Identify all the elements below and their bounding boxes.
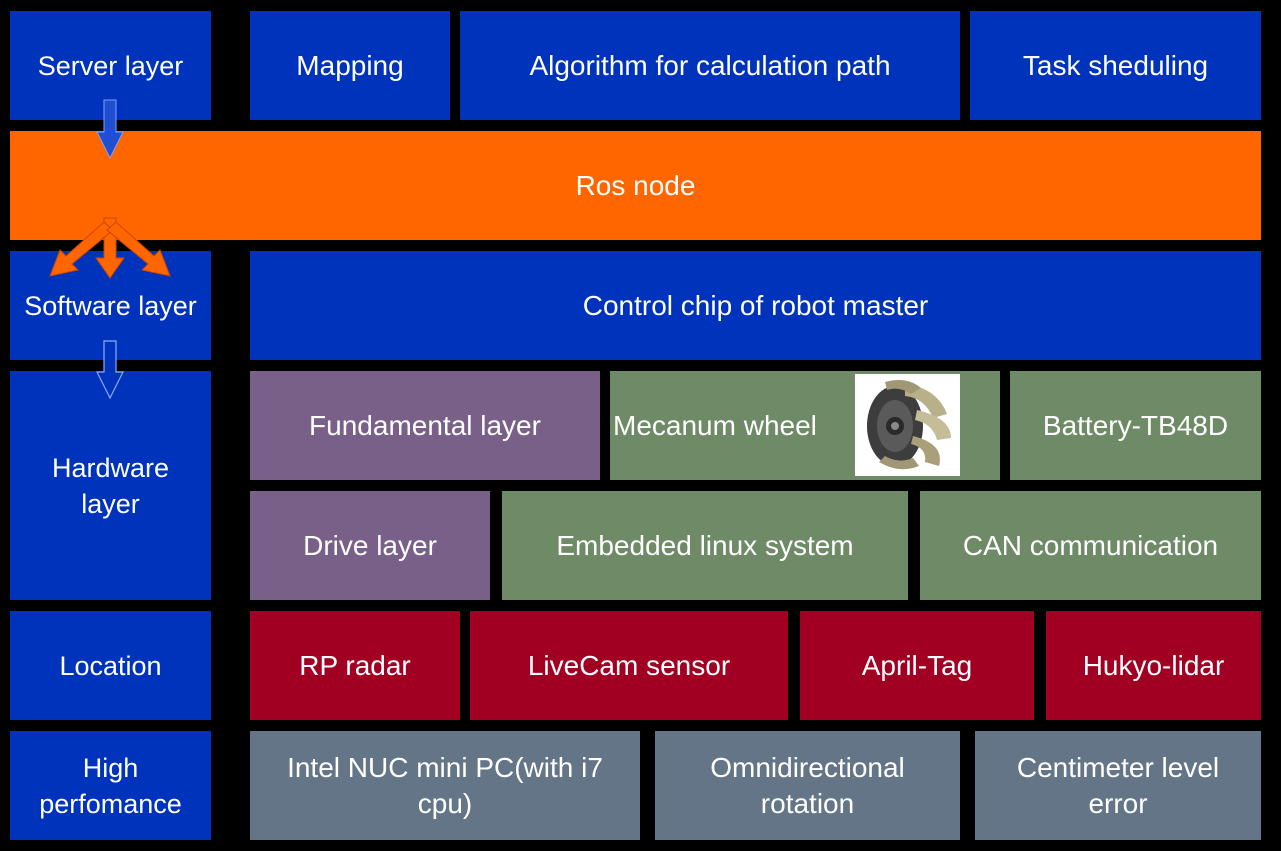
- location-label: Location: [10, 611, 211, 720]
- high-performance-label: High perfomance: [10, 731, 211, 840]
- rp-radar-box: RP radar: [250, 611, 460, 720]
- hardware-layer-label: Hardware layer: [10, 371, 211, 600]
- drive-layer-box: Drive layer: [250, 491, 490, 600]
- can-communication-box: CAN communication: [920, 491, 1261, 600]
- centimeter-error-box: Centimeter level error: [975, 731, 1261, 840]
- april-tag-box: April-Tag: [800, 611, 1034, 720]
- control-chip-box: Control chip of robot master: [250, 251, 1261, 360]
- mapping-box: Mapping: [250, 11, 450, 120]
- down-arrow-server-icon: [96, 99, 124, 160]
- triple-arrow-icon: [49, 217, 171, 279]
- task-scheduling-box: Task sheduling: [970, 11, 1261, 120]
- down-arrow-software-icon: [96, 340, 124, 400]
- embedded-linux-box: Embedded linux system: [502, 491, 908, 600]
- battery-box: Battery-TB48D: [1010, 371, 1261, 480]
- mecanum-wheel-image: [855, 374, 960, 476]
- omnidirectional-box: Omnidirectional rotation: [655, 731, 960, 840]
- livecam-sensor-box: LiveCam sensor: [470, 611, 788, 720]
- mecanum-wheel-label: Mecanum wheel: [613, 409, 817, 441]
- algorithm-path-box: Algorithm for calculation path: [460, 11, 960, 120]
- ros-node-band: Ros node: [10, 131, 1261, 240]
- hukyo-lidar-box: Hukyo-lidar: [1046, 611, 1261, 720]
- intel-nuc-box: Intel NUC mini PC(with i7 cpu): [250, 731, 640, 840]
- fundamental-layer-box: Fundamental layer: [250, 371, 600, 480]
